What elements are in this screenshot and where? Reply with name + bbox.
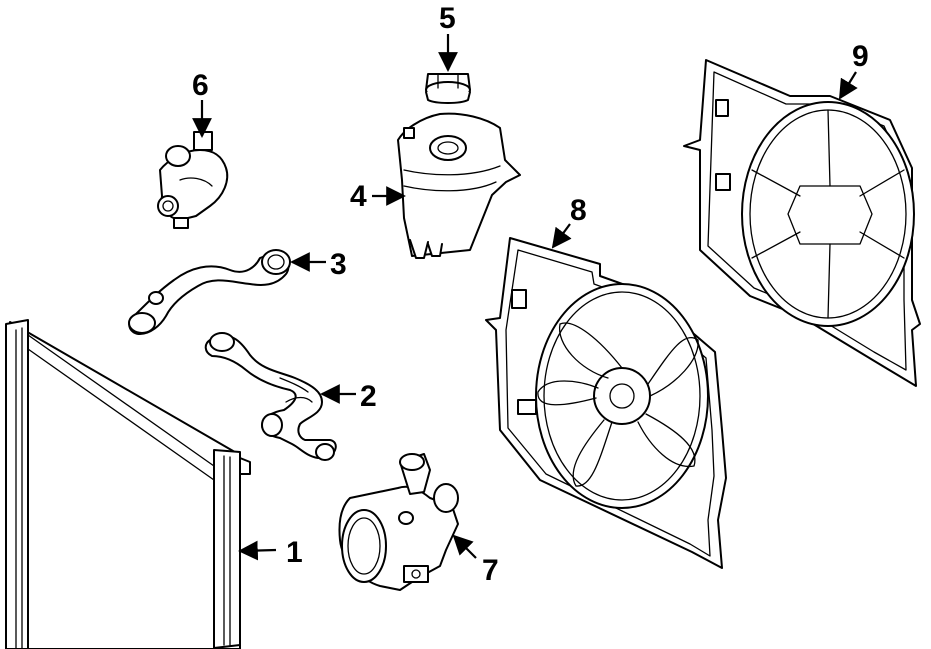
fan-assembly-rear (683, 59, 921, 387)
callout-8: 8 (551, 194, 587, 249)
callout-6: 6 (192, 69, 212, 138)
callout-label-7: 7 (482, 554, 499, 587)
callout-4: 4 (350, 180, 406, 213)
callout-label-6: 6 (192, 69, 209, 102)
fan-assembly-front (485, 237, 727, 569)
callout-label-3: 3 (330, 248, 347, 281)
callout-7: 7 (452, 534, 499, 587)
callout-1: 1 (238, 536, 303, 569)
callout-2: 2 (320, 380, 377, 413)
expansion-tank (397, 112, 521, 259)
tank-cap (425, 73, 471, 104)
callout-9: 9 (838, 40, 869, 100)
lower-hose (204, 332, 337, 461)
callout-3: 3 (290, 248, 347, 281)
callout-label-5: 5 (439, 2, 456, 35)
radiator (5, 319, 251, 649)
callout-label-1: 1 (286, 536, 303, 569)
callout-5: 5 (438, 2, 458, 72)
callout-label-8: 8 (570, 194, 587, 227)
thermostat (157, 131, 229, 229)
callout-label-4: 4 (350, 180, 367, 213)
callout-label-2: 2 (360, 380, 377, 413)
upper-hose (128, 249, 291, 335)
callout-label-9: 9 (852, 40, 869, 73)
water-pump (338, 453, 459, 591)
